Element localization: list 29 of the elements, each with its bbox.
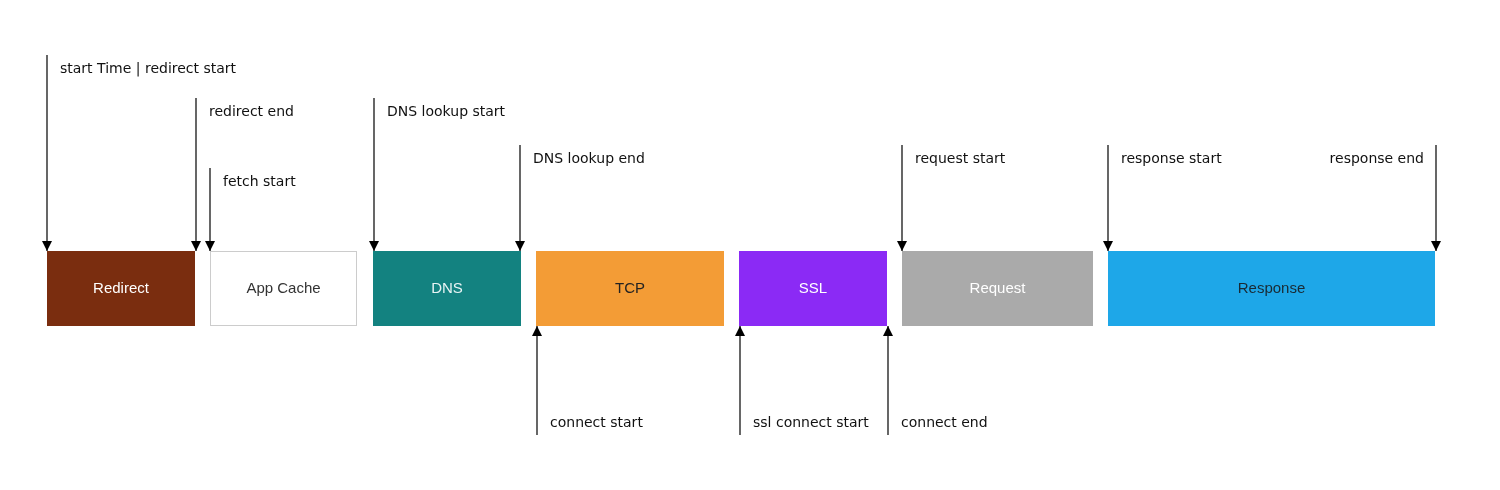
- timing-label: response end: [1329, 145, 1436, 171]
- arrow: [735, 325, 745, 436]
- phase-box: SSL: [739, 251, 887, 326]
- arrow: [369, 97, 379, 252]
- arrow: [191, 97, 201, 252]
- timing-label: connect end: [888, 409, 988, 435]
- arrow: [897, 144, 907, 252]
- arrow: [42, 54, 52, 252]
- phase-box: DNS: [373, 251, 521, 326]
- phase-box: App Cache: [210, 251, 357, 326]
- timing-label: connect start: [537, 409, 643, 435]
- arrow: [1103, 144, 1113, 252]
- timing-label: start Time | redirect start: [47, 55, 237, 81]
- timing-label: fetch start: [210, 168, 296, 194]
- arrow: [205, 167, 215, 252]
- timing-label: DNS lookup end: [520, 145, 645, 171]
- arrow: [515, 144, 525, 252]
- arrow: [532, 325, 542, 436]
- timing-label: ssl connect start: [740, 409, 869, 435]
- timing-label: request start: [902, 145, 1006, 171]
- timing-label: response start: [1108, 145, 1222, 171]
- phase-box: Request: [902, 251, 1093, 326]
- phase-box: TCP: [536, 251, 724, 326]
- timing-label: redirect end: [196, 98, 294, 124]
- phase-box: Response: [1108, 251, 1435, 326]
- arrow: [883, 325, 893, 436]
- arrow: [1431, 144, 1441, 252]
- phase-box: Redirect: [47, 251, 195, 326]
- timing-label: DNS lookup start: [374, 98, 506, 124]
